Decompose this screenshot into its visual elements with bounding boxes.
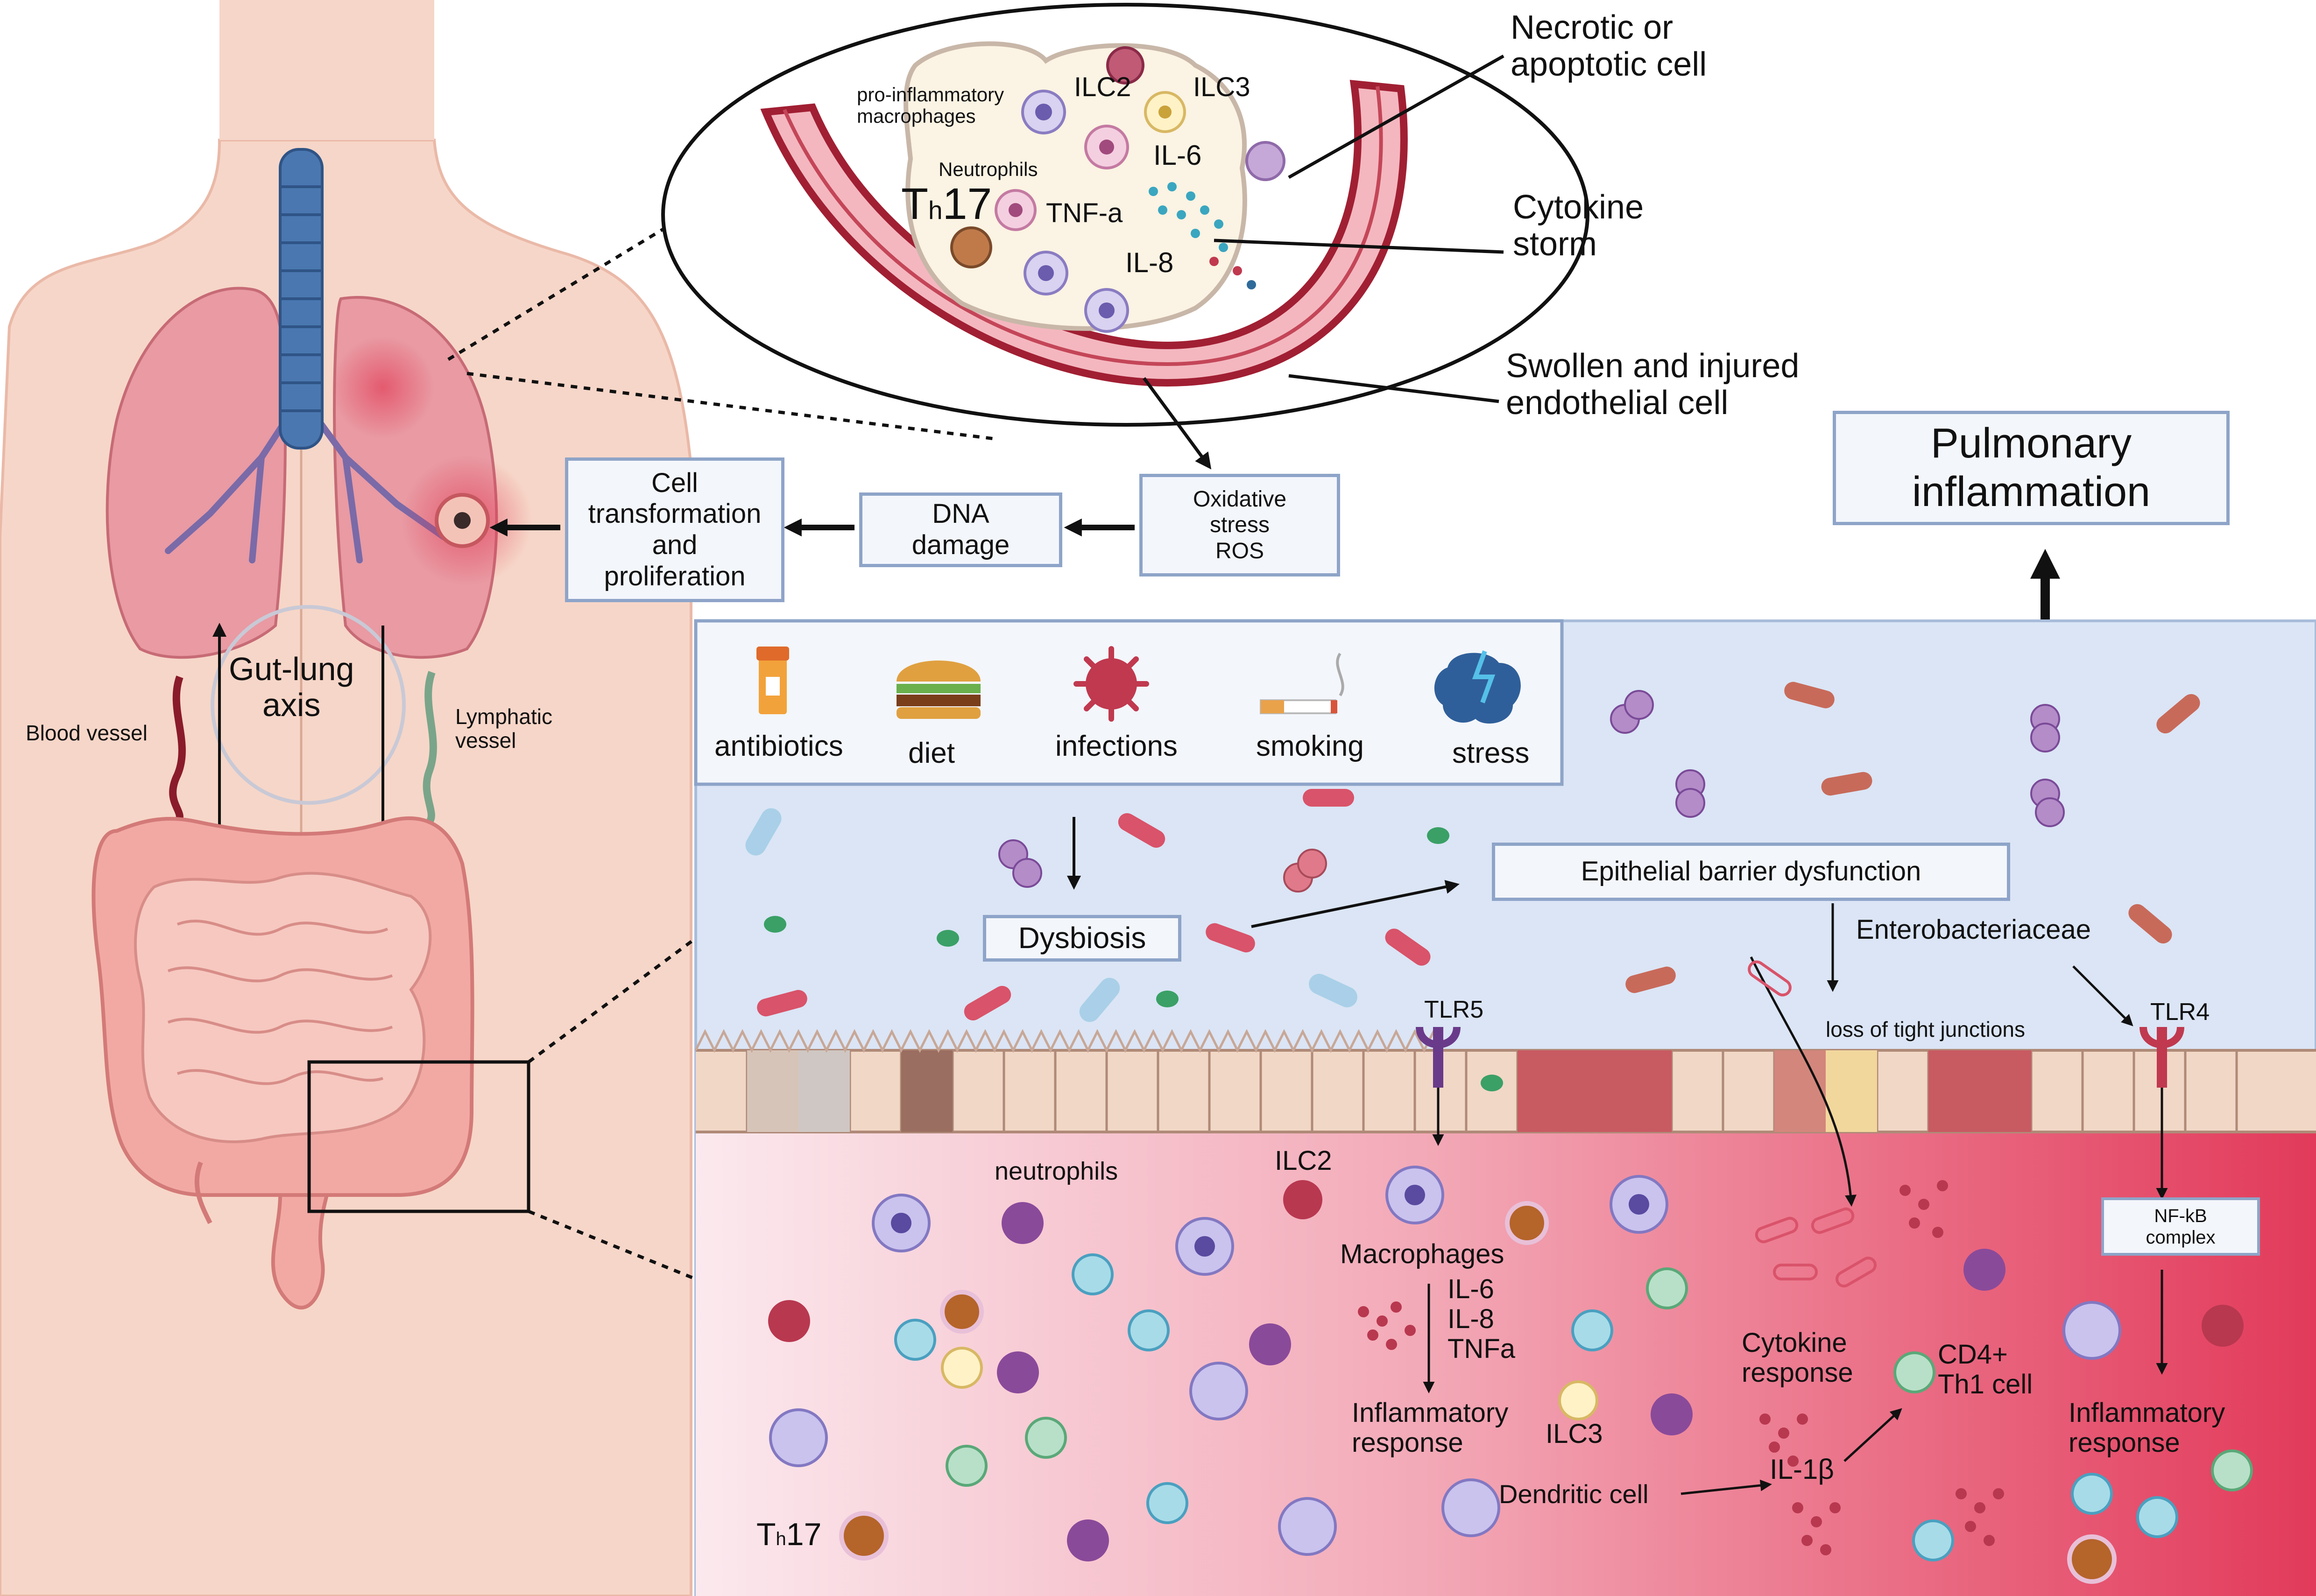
factor-smoking: smoking <box>1256 730 1364 762</box>
label-loss-of-tight-junctions: loss of tight junctions <box>1826 1017 2026 1041</box>
arrow-il1b-to-cd4 <box>1843 1408 1902 1462</box>
label-cytokine-response: Cytokine response <box>1742 1328 1853 1388</box>
label-il6-lung: IL-6 <box>1153 140 1202 171</box>
alveolus-inset <box>661 3 1589 470</box>
label-cd4-th1: CD4+ Th1 cell <box>1938 1339 2033 1399</box>
label-blood-vessel: Blood vessel <box>26 721 148 745</box>
label-ilc2-gut: ILC2 <box>1275 1146 1332 1176</box>
burger-icon <box>897 661 981 719</box>
label-th17-gut: Th17 <box>756 1517 822 1552</box>
label-inflammatory-response-right: Inflammatory response <box>2069 1398 2225 1458</box>
neck <box>219 0 434 140</box>
label-neutrophils-gut: neutrophils <box>995 1157 1118 1185</box>
lumen-bacteria <box>745 682 2200 1091</box>
callout-cytokine-storm: Cytokine storm <box>1513 189 1644 263</box>
box-epithelial-barrier: Epithelial barrier dysfunction <box>1492 843 2010 901</box>
arrow-bacteria-translocation <box>1750 956 1857 1207</box>
label-macrophages: Macrophages <box>1340 1239 1504 1269</box>
label-pro-inflammatory-macrophages: pro-inflammatory macrophages <box>857 84 1004 127</box>
tumor-nucleus <box>454 512 471 529</box>
human-body <box>0 0 692 1596</box>
inflamed-spot <box>332 336 434 439</box>
arrow-to-oxidative-stress <box>1143 377 1212 470</box>
lamina-cells <box>768 1166 2253 1584</box>
factor-infections: infections <box>1055 730 1178 762</box>
small-intestine <box>134 872 432 1143</box>
callout-necrotic-cell: Necrotic or apoptotic cell <box>1511 9 1707 84</box>
blood-vessel-shape <box>169 675 186 824</box>
antibiotics-icon <box>756 647 789 714</box>
label-lymphatic-vessel: Lymphatic vessel <box>455 704 552 752</box>
arrow-entero-to-tlr4 <box>2072 965 2133 1027</box>
label-inflammatory-response-left: Inflammatory response <box>1352 1398 1509 1458</box>
translocated-bacteria <box>1748 960 1877 1287</box>
rectum <box>271 1193 330 1310</box>
brain-stress-icon <box>1434 650 1521 724</box>
cigarette-icon <box>1260 653 1344 714</box>
label-tlr4: TLR4 <box>2150 998 2210 1026</box>
lamina-cytokines <box>1358 1180 2004 1555</box>
arrow-dysbiosis-to-barrier <box>1251 880 1460 928</box>
label-il1b: IL-1β <box>1770 1454 1834 1485</box>
factor-antibiotics: antibiotics <box>714 730 843 762</box>
label-cytokines-gut: IL-6 IL-8 TNFa <box>1448 1274 1515 1364</box>
zoom-box-intestine <box>307 1060 530 1213</box>
label-enterobacteriaceae: Enterobacteriaceae <box>1856 914 2091 945</box>
label-neutrophils-lung: Neutrophils <box>939 158 1038 180</box>
tlr5-receptor <box>1416 1027 1461 1088</box>
label-ilc3-lung: ILC3 <box>1193 72 1250 102</box>
virus-icon <box>1073 646 1149 722</box>
microvilli <box>694 1029 1444 1053</box>
label-ilc3-gut: ILC3 <box>1546 1419 1603 1449</box>
label-gut-lung-axis: Gut-lung axis <box>229 651 354 723</box>
intestines <box>92 816 474 1310</box>
alveolus-cells <box>950 46 1285 333</box>
label-tnfa-lung: TNF-a <box>1046 198 1123 228</box>
lungs <box>106 287 532 659</box>
label-th17-lung: Th17 <box>901 179 992 229</box>
label-ilc2-lung: ILC2 <box>1074 72 1131 102</box>
label-dendritic-cell: Dendritic cell <box>1499 1479 1649 1509</box>
cytokine-dots <box>1149 182 1256 289</box>
factor-stress: stress <box>1452 737 1530 769</box>
lymphatic-vessel-shape <box>423 671 437 824</box>
epithelium <box>694 1029 2316 1133</box>
callout-endothelial-cell: Swollen and injured endothelial cell <box>1506 347 1800 422</box>
arrow-dendritic-to-il1b <box>1681 1479 1772 1495</box>
gut-inset <box>694 619 2316 1596</box>
label-il8-lung: IL-8 <box>1125 247 1174 278</box>
bronchi <box>165 394 447 563</box>
factor-diet: diet <box>908 737 955 769</box>
tlr4-receptor <box>2139 1027 2184 1088</box>
gut-lung-axis-ring <box>211 605 406 805</box>
label-tlr5: TLR5 <box>1424 996 1484 1023</box>
box-dysbiosis: Dysbiosis <box>983 915 1181 962</box>
trachea <box>279 148 324 450</box>
